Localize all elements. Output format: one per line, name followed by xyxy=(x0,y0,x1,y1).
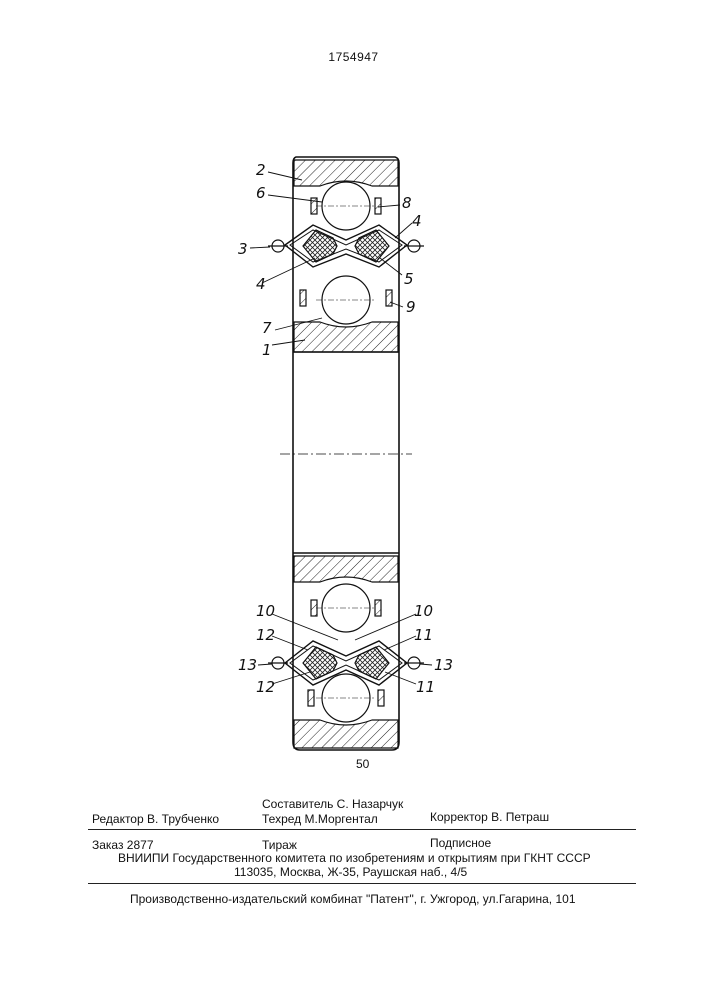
elastic-5 xyxy=(355,230,389,262)
circulation: Тираж xyxy=(262,838,297,852)
label-12-top: 12 xyxy=(256,626,275,644)
label-3: 3 xyxy=(238,240,248,258)
separator-left-mid xyxy=(300,290,306,306)
elastic-12 xyxy=(303,647,337,679)
label-10-left: 10 xyxy=(256,602,275,620)
inner-ring-bottom xyxy=(294,720,398,748)
label-11-bottom: 11 xyxy=(416,678,435,696)
label-4-left: 4 xyxy=(256,275,266,293)
label-6: 6 xyxy=(256,184,266,202)
techred: Техред М.Моргентал xyxy=(262,812,378,826)
order-number: Заказ 2877 xyxy=(92,838,154,852)
separator-8 xyxy=(375,198,381,214)
label-5: 5 xyxy=(404,270,414,288)
separator-9 xyxy=(386,290,392,306)
label-10-right: 10 xyxy=(414,602,433,620)
label-13-left: 13 xyxy=(238,656,257,674)
label-1: 1 xyxy=(262,341,272,359)
institute: ВНИИПИ Государственного комитета по изоб… xyxy=(118,851,591,865)
elastic-11 xyxy=(355,647,389,679)
label-4-right: 4 xyxy=(412,212,422,230)
divider-top xyxy=(88,829,636,830)
outer-ring-bottom xyxy=(294,556,398,582)
divider-bottom xyxy=(88,883,636,884)
label-12-bottom: 12 xyxy=(256,678,275,696)
label-2: 2 xyxy=(256,161,266,179)
elastic-left-top xyxy=(303,230,337,262)
top-assembly xyxy=(268,160,424,352)
subscription: Подписное xyxy=(430,836,491,850)
page-number: 50 xyxy=(356,757,369,771)
corrector: Корректор В. Петраш xyxy=(430,810,549,824)
label-9: 9 xyxy=(406,298,416,316)
bottom-assembly xyxy=(268,556,424,748)
label-8: 8 xyxy=(402,194,412,212)
inner-ring-top xyxy=(294,322,398,352)
editor: Редактор В. Трубченко xyxy=(92,812,219,826)
label-13-right: 13 xyxy=(434,656,453,674)
compiler: Составитель С. Назарчук xyxy=(262,797,403,811)
address: 113035, Москва, Ж-35, Раушская наб., 4/5 xyxy=(234,865,467,879)
publisher: Производственно-издательский комбинат "П… xyxy=(130,892,576,906)
label-7: 7 xyxy=(262,319,272,337)
label-11-top: 11 xyxy=(414,626,433,644)
